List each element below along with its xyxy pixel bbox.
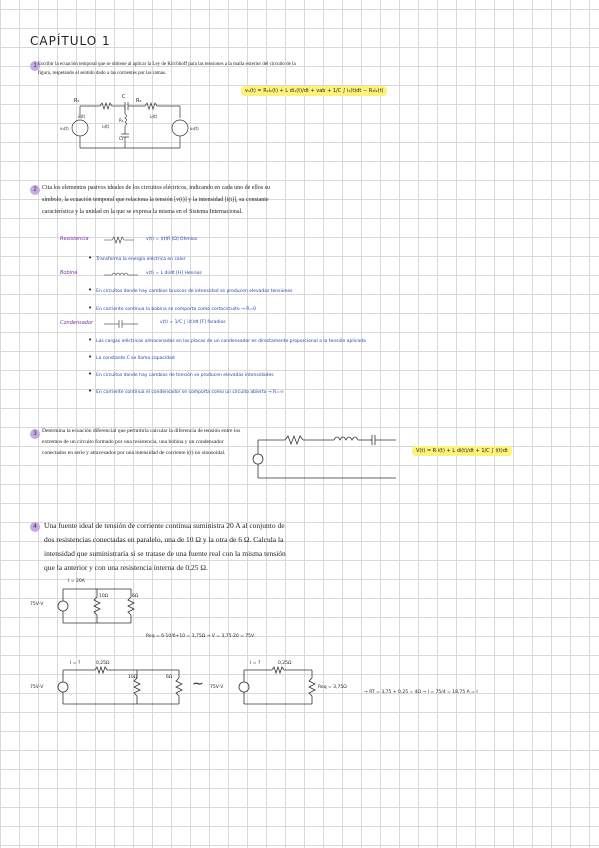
question-number-2: 2 [30, 185, 40, 195]
condensador-equation: v(t) = 1/C ∫ i(t)dt [F] faradios [160, 320, 226, 325]
question-number-1: 1 [30, 61, 40, 71]
question-4-text: Una fuente ideal de tensión de corriente… [44, 521, 286, 572]
r3-label: R₃ [119, 118, 124, 123]
resistor-10-label-2: 10Ω [128, 675, 138, 680]
resistor-6-label: 6Ω [132, 594, 139, 599]
v1-label: v₁(t) [60, 126, 69, 131]
req-equation: Req = 6·10/6+10 = 3,75Ω → V = 3,75·20 = … [146, 634, 255, 639]
question-number-4: 4 [30, 522, 40, 532]
term-condensador: Condensador [60, 320, 94, 326]
r1-label: R₁ [74, 98, 80, 104]
req-label: Req = 3,75Ω [318, 685, 347, 690]
term-bobina: Bobina [60, 270, 78, 276]
i1-label: i₁(t) [78, 114, 86, 119]
q3-answer: V(t) = R·i(t) + L di(t)/dt + 1/C ∫ i(t)d… [412, 446, 512, 456]
c-label: C [122, 94, 126, 100]
circuit-diagram-4b [57, 665, 183, 705]
bobina-note-2: En corriente continua la bobina se compo… [88, 304, 256, 312]
resistor-symbol [104, 236, 134, 244]
circuit-diagram-3 [252, 434, 396, 479]
internal-resistance-label-2: 0,25Ω [278, 661, 292, 666]
i3-label: i₃(t) [102, 124, 110, 129]
question-number-3: 3 [30, 429, 40, 439]
q4-final-answer: → RT = 3,75 + 0,25 = 4Ω → I = 75/4 = 18,… [364, 690, 478, 695]
page-title: CAPÍTULO 1 [30, 34, 111, 48]
q4-final-answer-wrapper: → RT = 3,75 + 0,25 = 4Ω → I = 75/4 = 18,… [364, 680, 478, 698]
c3-label: C₃ [119, 136, 124, 141]
question-1-text: Escribir la ecuación temporal que se obt… [38, 62, 296, 76]
v2-label: v₂(t) [190, 126, 199, 131]
current-label-unknown-1: I = ? [70, 661, 81, 666]
current-label-unknown-2: I = ? [250, 661, 261, 666]
circuit-diagram-1 [71, 101, 189, 149]
source-voltage-label-3: 75V·V [210, 685, 224, 690]
resistencia-equation: v(t) = i(t)R [Ω] Ohmios [146, 237, 198, 242]
resistor-6-label-2: 6Ω [166, 675, 173, 680]
source-voltage-label-2: 75V·V [30, 685, 44, 690]
q1-answer: v₁(t) = R₁i₁(t) + L di₁(t)/dt + vab + 1/… [241, 86, 388, 96]
capacitor-symbol [104, 320, 138, 328]
equivalence-symbol: ∼ [192, 676, 204, 692]
term-resistencia: Resistencia [60, 236, 89, 242]
condensador-note-4: En corriente continua el condensador se … [88, 387, 284, 395]
question-3-text: Determina la ecuación diferencial que pe… [42, 428, 241, 456]
resistor-10-label: 10Ω [99, 594, 109, 599]
bobina-equation: v(t) = L di/dt [H] Henrios [146, 271, 202, 276]
resistencia-note-1: Transforma la energía eléctrica en calor [88, 254, 185, 262]
circuit-diagram-4a [57, 588, 135, 624]
condensador-note-1: Las cargas eléctricas almacenadas en las… [88, 336, 366, 344]
current-label-20a: I = 20A [68, 579, 85, 584]
circuit-diagram-4c [238, 665, 316, 705]
bobina-note-1: En circuitos donde hay cambios bruscos d… [88, 286, 292, 294]
condensador-note-3: En circuitos donde hay cambios de tensió… [88, 370, 273, 378]
condensador-note-2: La constante C se llama capacidad [88, 353, 174, 361]
i2-label: i₂(t) [150, 114, 158, 119]
question-2-text: Cita los elementos pasivos ideales de lo… [42, 185, 270, 215]
internal-resistance-label-1: 0,25Ω [96, 661, 110, 666]
r2-label: R₂ [136, 98, 142, 104]
source-voltage-label-1: 75V·V [30, 602, 44, 607]
inductor-symbol [104, 272, 138, 276]
